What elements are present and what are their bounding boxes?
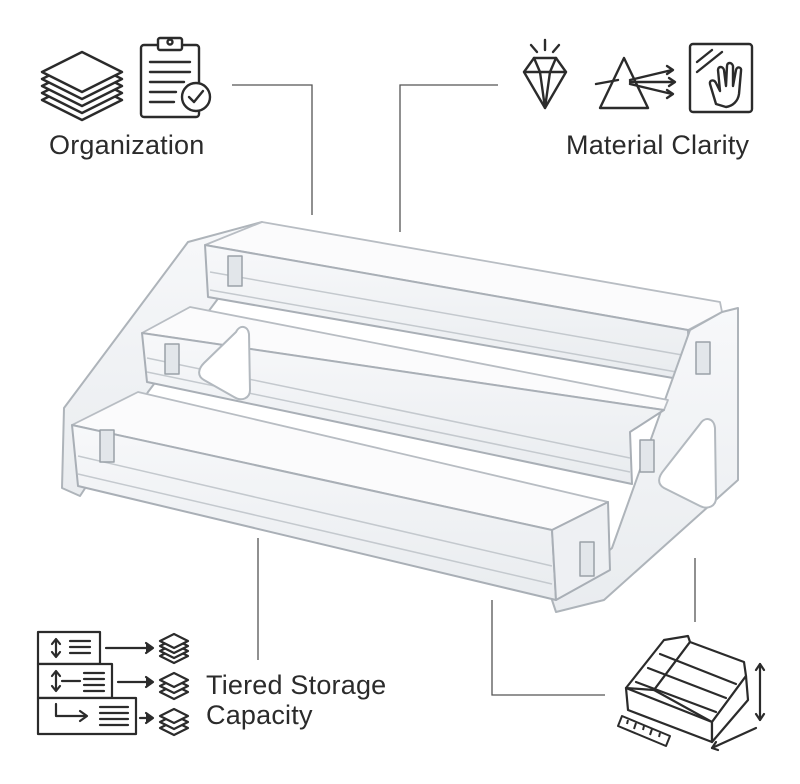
- acrylic-organizer-product: [61, 221, 739, 613]
- divider-clips: [99, 255, 711, 577]
- tier-drawers-icon: [36, 630, 155, 736]
- left-panel-cutout: [198, 326, 251, 401]
- callout-lines: [232, 84, 696, 696]
- middle-tier-front: [141, 332, 665, 485]
- callout-line-clarity: [399, 84, 498, 232]
- clean-glass-hand-icon: [688, 42, 754, 114]
- tiered-storage-label: Tiered Storage: [206, 670, 387, 700]
- organization-label: Organization: [49, 130, 205, 160]
- tiered-organizer-dimensions-icon: [624, 634, 766, 752]
- stack-layers-icon: [158, 632, 190, 737]
- clipboard-check-icon: [139, 36, 212, 119]
- callout-line-dimensions: [491, 600, 605, 696]
- callout-line-organization: [232, 84, 313, 215]
- right-panel-cutout: [658, 418, 717, 509]
- capacity-label: Capacity: [206, 700, 313, 730]
- diamond-icon: [522, 38, 568, 110]
- material-clarity-label: Material Clarity: [566, 130, 750, 160]
- stacked-papers-icon: [40, 50, 124, 122]
- prism-icon: [594, 56, 677, 110]
- ruler-icon: [617, 715, 671, 747]
